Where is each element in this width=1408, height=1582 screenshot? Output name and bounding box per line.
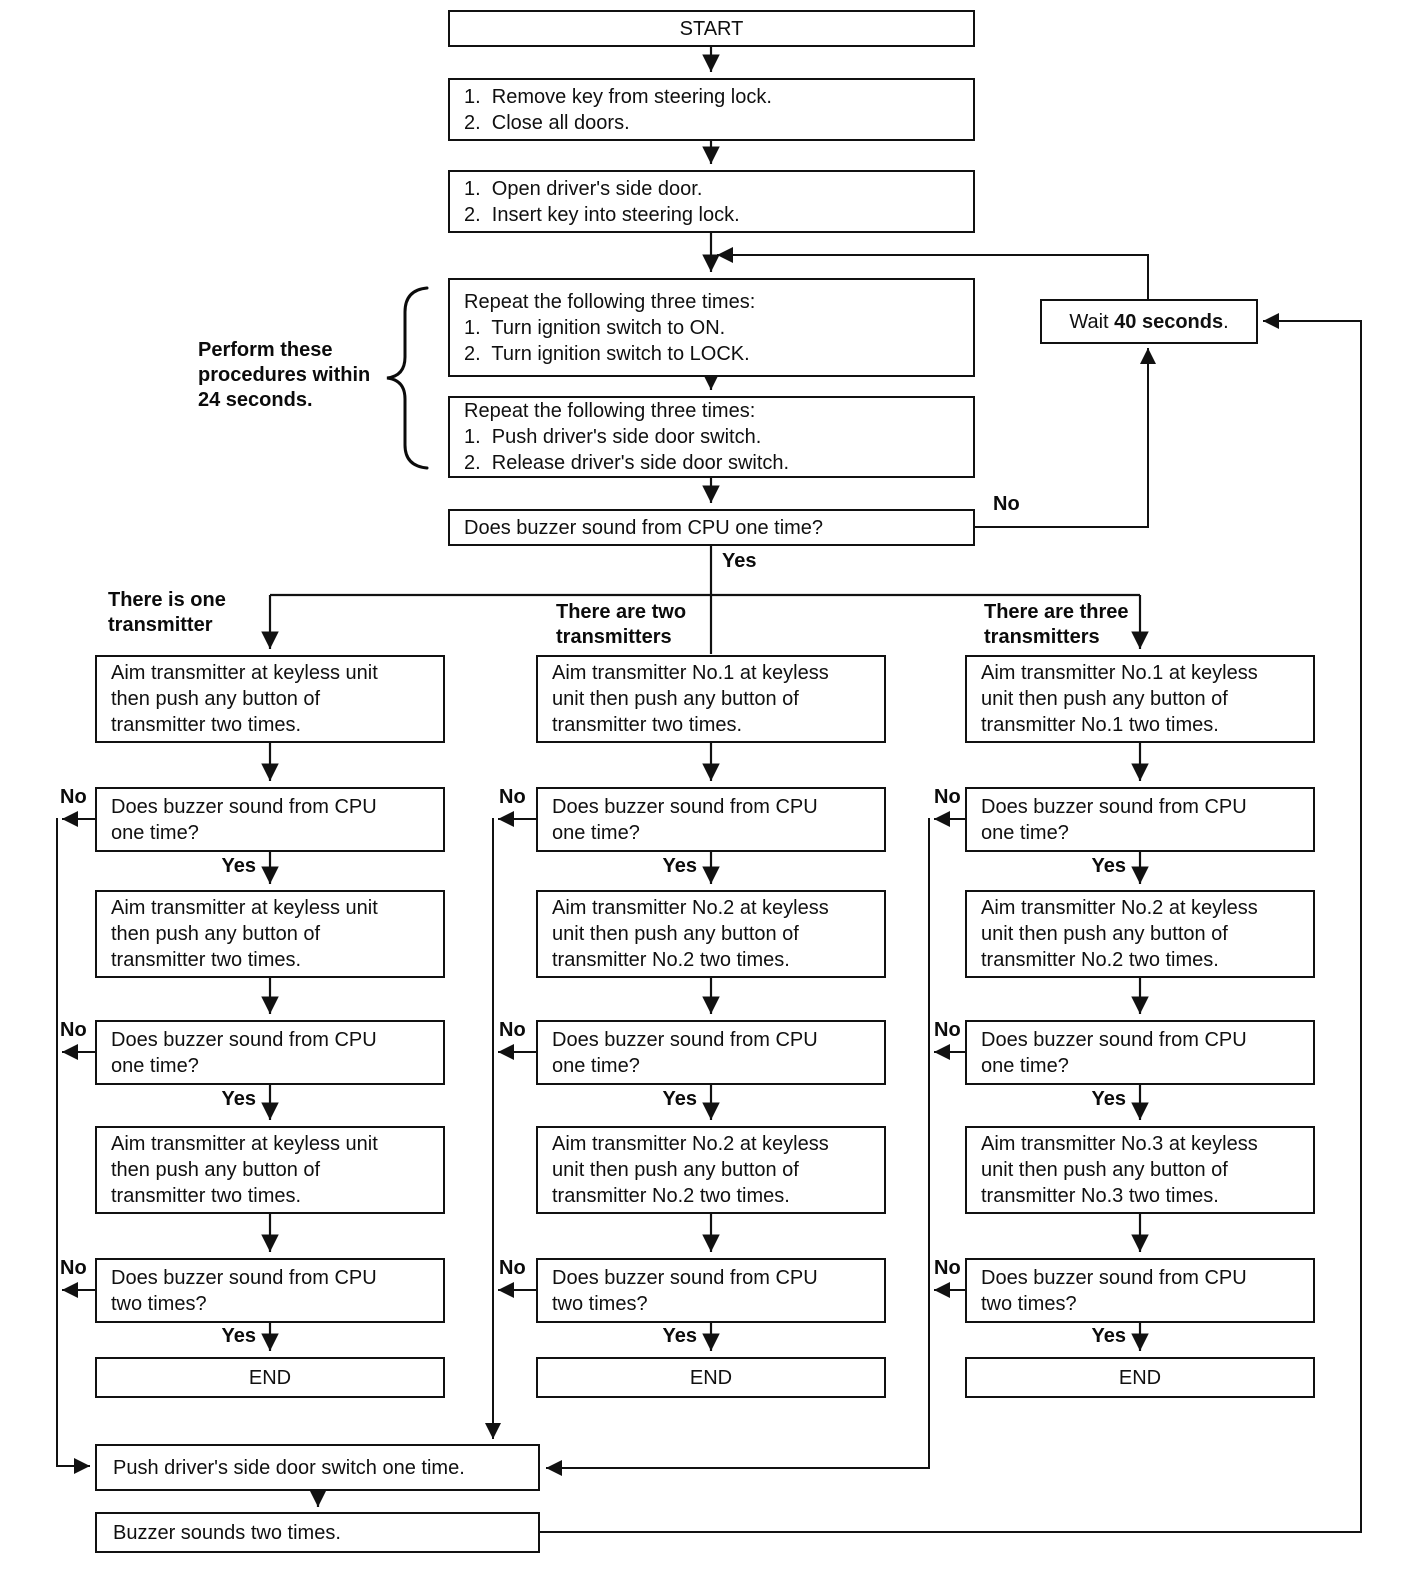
buzzer-decision-text: Does buzzer sound from CPU one time? — [552, 1028, 818, 1077]
yes-label: Yes — [662, 1088, 697, 1110]
step-open-door-text: 1. Open driver's side door. 2. Insert ke… — [464, 177, 740, 226]
yes-label: Yes — [722, 550, 757, 572]
buzzer-check-top-box: Does buzzer sound from CPU one time? — [448, 509, 975, 546]
aim-transmitter-box: Aim transmitter at keyless unit then pus… — [95, 655, 445, 743]
aim-transmitter-box: Aim transmitter at keyless unit then pus… — [95, 1126, 445, 1214]
aim-transmitter-box: Aim transmitter No.1 at keyless unit the… — [965, 655, 1315, 743]
buzzer-decision-box: Does buzzer sound from CPU one time? — [536, 1020, 886, 1085]
no-label: No — [934, 1019, 961, 1041]
buzzer-decision-text: Does buzzer sound from CPU one time? — [552, 795, 818, 844]
aim-transmitter-text: Aim transmitter at keyless unit then pus… — [111, 897, 378, 971]
repeat-ignition-text: Repeat the following three times: 1. Tur… — [464, 290, 756, 365]
no-label: No — [499, 786, 526, 808]
push-door-switch-text: Push driver's side door switch one time. — [113, 1456, 465, 1479]
buzzer-decision-box: Does buzzer sound from CPU two times? — [965, 1258, 1315, 1323]
buzzer-decision-text: Does buzzer sound from CPU one time? — [111, 795, 377, 844]
buzzer-decision-text: Does buzzer sound from CPU two times? — [552, 1266, 818, 1315]
aim-transmitter-text: Aim transmitter No.1 at keyless unit the… — [552, 662, 829, 736]
branch-label-three-transmitters: There are three transmitters — [984, 601, 1129, 648]
yes-label: Yes — [221, 1325, 256, 1347]
end-box: END — [95, 1357, 445, 1398]
aim-transmitter-text: Aim transmitter at keyless unit then pus… — [111, 1133, 378, 1207]
no-label: No — [499, 1257, 526, 1279]
step-open-door-box: 1. Open driver's side door. 2. Insert ke… — [448, 170, 975, 233]
buzzer-decision-text: Does buzzer sound from CPU two times? — [111, 1266, 377, 1315]
aim-transmitter-box: Aim transmitter No.1 at keyless unit the… — [536, 655, 886, 743]
aim-transmitter-box: Aim transmitter No.2 at keyless unit the… — [536, 890, 886, 978]
yes-label: Yes — [662, 1325, 697, 1347]
wait-box: Wait 40 seconds. — [1040, 299, 1258, 344]
yes-label: Yes — [662, 855, 697, 877]
buzzer-decision-box: Does buzzer sound from CPU two times? — [95, 1258, 445, 1323]
buzzer-sounds-text: Buzzer sounds two times. — [113, 1521, 341, 1544]
side-note-24-seconds: Perform these procedures within 24 secon… — [198, 339, 371, 411]
buzzer-decision-box: Does buzzer sound from CPU one time? — [965, 1020, 1315, 1085]
end-box: END — [965, 1357, 1315, 1398]
buzzer-decision-box: Does buzzer sound from CPU one time? — [95, 787, 445, 852]
step-remove-key-box: 1. Remove key from steering lock. 2. Clo… — [448, 78, 975, 141]
buzzer-decision-text: Does buzzer sound from CPU one time? — [981, 1028, 1247, 1077]
no-label: No — [993, 493, 1020, 515]
no-label: No — [60, 786, 87, 808]
buzzer-sounds-box: Buzzer sounds two times. — [95, 1512, 540, 1553]
buzzer-decision-text: Does buzzer sound from CPU one time? — [981, 795, 1247, 844]
loop-and-no-lines — [56, 247, 1362, 1533]
no-label: No — [934, 786, 961, 808]
buzzer-decision-text: Does buzzer sound from CPU two times? — [981, 1266, 1247, 1315]
repeat-door-switch-text: Repeat the following three times: 1. Pus… — [464, 400, 790, 474]
aim-transmitter-text: Aim transmitter No.1 at keyless unit the… — [981, 662, 1258, 736]
brace — [386, 286, 429, 470]
aim-transmitter-text: Aim transmitter at keyless unit then pus… — [111, 662, 378, 736]
main-flow-arrows — [261, 47, 1149, 1507]
aim-transmitter-text: Aim transmitter No.2 at keyless unit the… — [552, 897, 829, 971]
aim-transmitter-box: Aim transmitter No.2 at keyless unit the… — [965, 890, 1315, 978]
yes-label: Yes — [221, 1088, 256, 1110]
no-label: No — [60, 1257, 87, 1279]
yes-label: Yes — [1091, 855, 1126, 877]
end-text: END — [689, 1366, 733, 1389]
branch-label-two-transmitters: There are two transmitters — [556, 601, 687, 648]
no-label: No — [60, 1019, 87, 1041]
buzzer-decision-box: Does buzzer sound from CPU two times? — [536, 1258, 886, 1323]
wait-text: Wait 40 seconds. — [1069, 310, 1229, 333]
start-label: START — [679, 17, 744, 40]
yes-label: Yes — [1091, 1325, 1126, 1347]
buzzer-check-top-text: Does buzzer sound from CPU one time? — [464, 516, 824, 539]
end-text: END — [1118, 1366, 1162, 1389]
repeat-ignition-box: Repeat the following three times: 1. Tur… — [448, 278, 975, 377]
aim-transmitter-text: Aim transmitter No.2 at keyless unit the… — [552, 1133, 829, 1207]
aim-transmitter-box: Aim transmitter at keyless unit then pus… — [95, 890, 445, 978]
aim-transmitter-box: Aim transmitter No.3 at keyless unit the… — [965, 1126, 1315, 1214]
yes-label: Yes — [1091, 1088, 1126, 1110]
no-label: No — [499, 1019, 526, 1041]
branch-label-one-transmitter: There is one transmitter — [108, 589, 226, 636]
no-label: No — [934, 1257, 961, 1279]
end-box: END — [536, 1357, 886, 1398]
buzzer-decision-box: Does buzzer sound from CPU one time? — [95, 1020, 445, 1085]
buzzer-decision-box: Does buzzer sound from CPU one time? — [965, 787, 1315, 852]
buzzer-decision-text: Does buzzer sound from CPU one time? — [111, 1028, 377, 1077]
step-remove-key-text: 1. Remove key from steering lock. 2. Clo… — [464, 85, 772, 134]
aim-transmitter-box: Aim transmitter No.2 at keyless unit the… — [536, 1126, 886, 1214]
push-door-switch-box: Push driver's side door switch one time. — [95, 1444, 540, 1491]
buzzer-decision-box: Does buzzer sound from CPU one time? — [536, 787, 886, 852]
aim-transmitter-text: Aim transmitter No.2 at keyless unit the… — [981, 897, 1258, 971]
end-text: END — [248, 1366, 292, 1389]
repeat-door-switch-box: Repeat the following three times: 1. Pus… — [448, 396, 975, 478]
start-box: START — [448, 10, 975, 47]
aim-transmitter-text: Aim transmitter No.3 at keyless unit the… — [981, 1133, 1258, 1207]
yes-label: Yes — [221, 855, 256, 877]
